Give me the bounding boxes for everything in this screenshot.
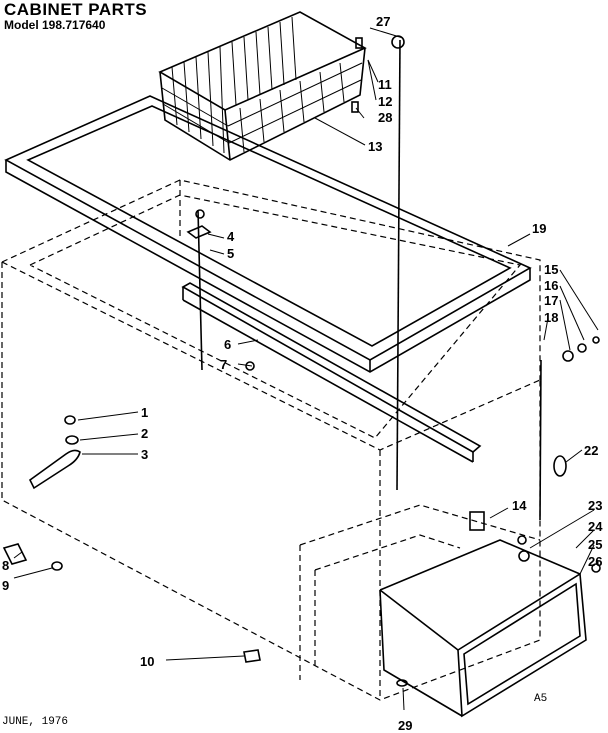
callout-23: 23: [588, 498, 602, 513]
callout-6: 6: [224, 337, 231, 352]
callout-labels: 1 2 3 4 5 6 7 8 9 10 11 12 13 14 15 16 1…: [2, 14, 603, 733]
callout-24: 24: [588, 519, 603, 534]
cabinet-outline: [1, 179, 541, 701]
callout-16: 16: [544, 278, 558, 293]
callout-5: 5: [227, 246, 234, 261]
callout-3: 3: [141, 447, 148, 462]
callout-1: 1: [141, 405, 148, 420]
callout-4: 4: [227, 229, 235, 244]
callout-18: 18: [544, 310, 558, 325]
callout-11: 11: [378, 77, 392, 92]
callout-25: 25: [588, 537, 602, 552]
callout-14: 14: [512, 498, 527, 513]
small-parts: [2, 35, 601, 687]
gasket-rail: [181, 282, 482, 463]
callout-26: 26: [588, 554, 602, 569]
wire-basket: [158, 11, 367, 161]
model-number: Model 198.717640: [4, 18, 106, 32]
callout-9: 9: [2, 578, 9, 593]
diagram-code: A5: [534, 693, 548, 705]
leader-lines: [13, 27, 599, 711]
lid-frame: [4, 95, 532, 373]
callout-29: 29: [398, 718, 412, 733]
callout-7: 7: [220, 357, 227, 372]
revision-date: JUNE, 1976: [2, 716, 69, 728]
callout-17: 17: [544, 293, 558, 308]
page-title: CABINET PARTS: [4, 0, 148, 19]
callout-2: 2: [141, 426, 148, 441]
callout-22: 22: [584, 443, 598, 458]
callout-27: 27: [376, 14, 390, 29]
callout-12: 12: [378, 94, 392, 109]
kick-panel: [379, 539, 587, 718]
callout-15: 15: [544, 262, 558, 277]
callout-19: 19: [532, 221, 546, 236]
callout-13: 13: [368, 139, 382, 154]
callout-28: 28: [378, 110, 392, 125]
callout-10: 10: [140, 654, 154, 669]
callout-8: 8: [2, 558, 9, 573]
